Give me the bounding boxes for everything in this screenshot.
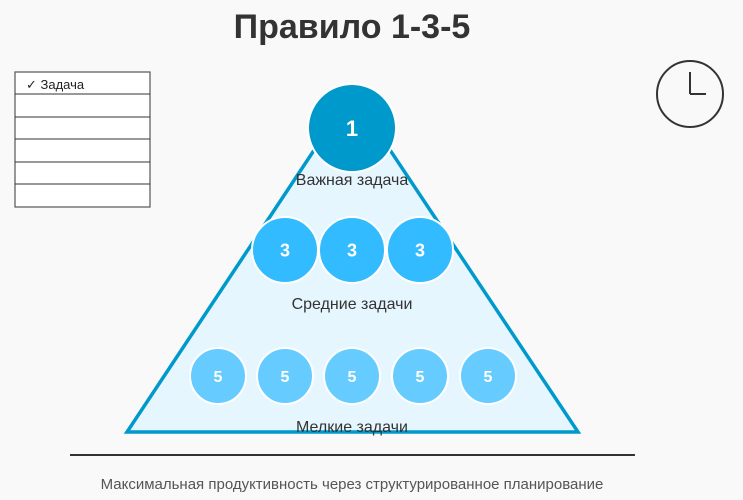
- footer-caption: Максимальная продуктивность через структ…: [101, 476, 604, 493]
- top-task-circle: [307, 83, 397, 173]
- small-task-number: 5: [416, 369, 425, 386]
- middle-task-number: 3: [280, 240, 290, 260]
- middle-task-number: 3: [347, 240, 357, 260]
- top-task-number: 1: [346, 116, 358, 141]
- small-task-number: 5: [214, 369, 223, 386]
- small-task-circle: [256, 347, 314, 405]
- small-task-circle: [459, 347, 517, 405]
- bottom-level-label: Мелкие задачи: [296, 419, 408, 436]
- top-level-label: Важная задача: [296, 172, 409, 189]
- middle-task-circle: [386, 216, 454, 284]
- small-task-number: 5: [281, 369, 290, 386]
- small-task-number: 5: [484, 369, 493, 386]
- checklist-item: ✓ Задача: [26, 77, 85, 92]
- small-task-circle: [323, 347, 381, 405]
- middle-task-circle: [318, 216, 386, 284]
- middle-task-number: 3: [415, 240, 425, 260]
- title: Правило 1-3-5: [234, 8, 471, 46]
- checklist: ✓ Задача: [14, 71, 151, 208]
- clock-icon: [656, 60, 724, 128]
- middle-level-label: Средние задачи: [292, 296, 413, 313]
- small-task-number: 5: [348, 369, 357, 386]
- small-task-circle: [391, 347, 449, 405]
- small-task-circle: [189, 347, 247, 405]
